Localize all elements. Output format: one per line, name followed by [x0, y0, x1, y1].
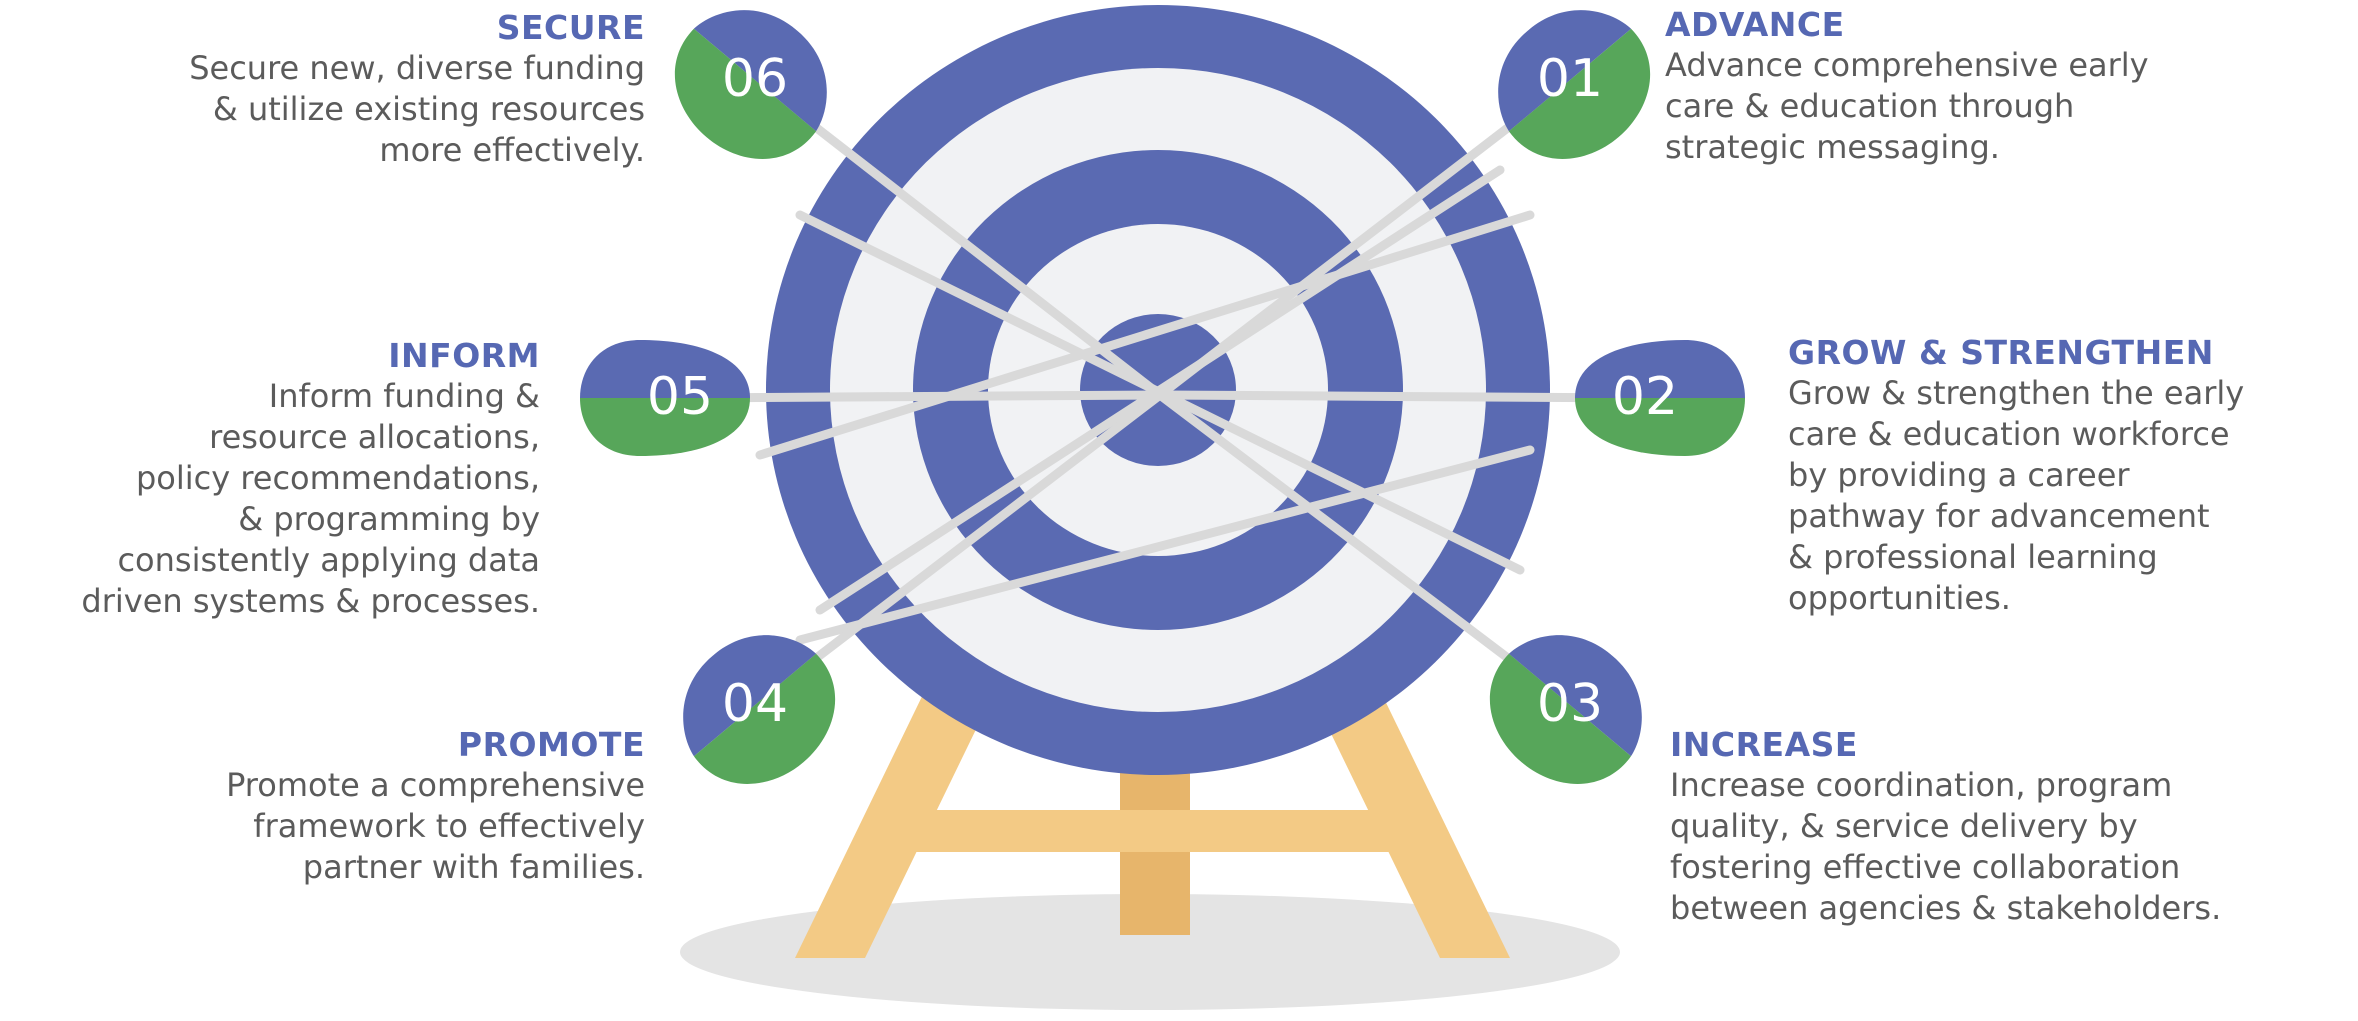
- goal-number: 06: [722, 49, 788, 109]
- goal-description-line: consistently applying data: [0, 540, 540, 581]
- goal-number: 02: [1612, 367, 1678, 427]
- goal-number: 05: [647, 367, 713, 427]
- goal-description-line: more effectively.: [85, 130, 645, 171]
- goal-description-line: opportunities.: [1788, 578, 2348, 619]
- goal-title: SECURE: [85, 8, 645, 48]
- goal-title: PROMOTE: [85, 725, 645, 765]
- goal-description-line: Increase coordination, program: [1670, 765, 2230, 806]
- goal-description-line: quality, & service delivery by: [1670, 806, 2230, 847]
- goal-description-line: resource allocations,: [0, 417, 540, 458]
- goal-title: ADVANCE: [1665, 5, 2225, 45]
- goal-title: INFORM: [0, 336, 540, 376]
- goal-description-line: & programming by: [0, 499, 540, 540]
- goal-title: GROW & STRENGTHEN: [1788, 333, 2348, 373]
- goal-description-line: framework to effectively: [85, 806, 645, 847]
- dart-shaft: [1160, 395, 1645, 398]
- goal-description-line: Advance comprehensive early: [1665, 45, 2225, 86]
- goal-title: INCREASE: [1670, 725, 2230, 765]
- goal-description-line: Promote a comprehensive: [85, 765, 645, 806]
- goal-description-line: care & education workforce: [1788, 414, 2348, 455]
- goal-number: 01: [1537, 49, 1603, 109]
- goal-number: 04: [722, 674, 788, 734]
- dart-shaft: [680, 395, 1160, 398]
- goal-description-line: Grow & strengthen the early: [1788, 373, 2348, 414]
- goal-description-line: driven systems & processes.: [0, 581, 540, 622]
- goal-description-line: care & education through: [1665, 86, 2225, 127]
- goal-description-line: & professional learning: [1788, 537, 2348, 578]
- goal-description-line: pathway for advancement: [1788, 496, 2348, 537]
- goal-description-line: by providing a career: [1788, 455, 2348, 496]
- goal-description-line: Inform funding &: [0, 376, 540, 417]
- goal-description-line: Secure new, diverse funding: [85, 48, 645, 89]
- easel-crossbar: [880, 810, 1425, 852]
- goal-description-line: policy recommendations,: [0, 458, 540, 499]
- goal-description-line: & utilize existing resources: [85, 89, 645, 130]
- goal-description-line: partner with families.: [85, 847, 645, 888]
- goal-description-line: between agencies & stakeholders.: [1670, 888, 2230, 929]
- goal-description-line: fostering effective collaboration: [1670, 847, 2230, 888]
- goal-description-line: strategic messaging.: [1665, 127, 2225, 168]
- goal-number: 03: [1537, 674, 1603, 734]
